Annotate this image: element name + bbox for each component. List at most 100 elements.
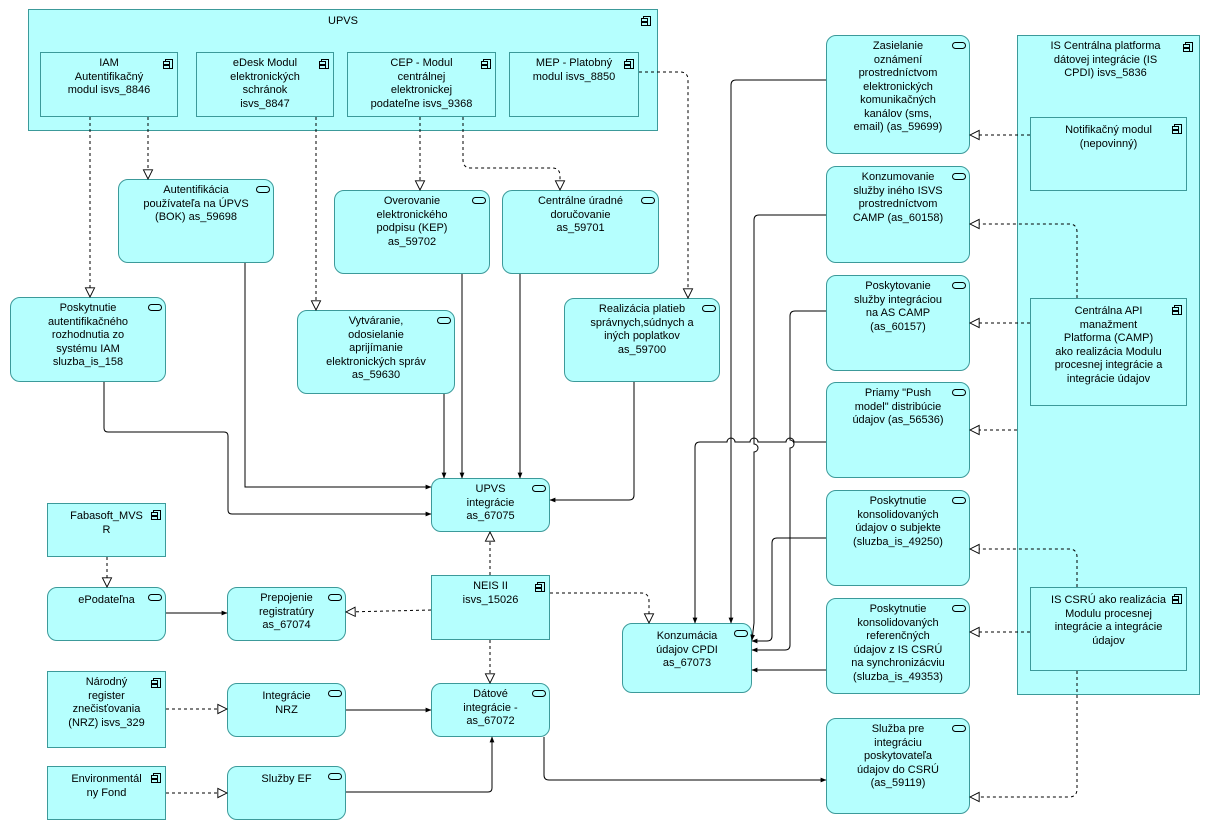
push-label: Priamy "Push model" distribúcie údajov (… [852,387,944,426]
service-icon [952,389,966,396]
spravy-service[interactable]: Vytváranie, odosielanie aprijímanie elek… [297,310,455,394]
service-icon [256,186,270,193]
int-nrz-service[interactable]: Integrácie NRZ [227,683,346,737]
push-service[interactable]: Priamy "Push model" distribúcie údajov (… [826,382,970,478]
service-icon [472,197,486,204]
edge-push-cpdikonz [692,437,826,624]
neis-component[interactable]: NEIS II isvs_15026 [431,575,550,640]
sluzby-ef-service[interactable]: Služby EF [227,766,346,820]
edge-datove-csruposk [543,737,827,783]
camp-posk-label: Poskytovanie služby integráciou na AS CA… [853,280,943,333]
csru-posk-service[interactable]: Služba pre integráciu poskytovateľa údaj… [826,718,970,814]
component-icon [535,582,545,592]
edge-sluzbyef-datove [346,736,495,793]
service-icon [328,773,342,780]
subjekt-service[interactable]: Poskytnutie konsolidovaných údajov o sub… [826,490,970,586]
component-icon [151,510,161,520]
int-nrz-label: Integrácie NRZ [262,690,311,716]
service-icon [734,630,748,637]
edge-neis-cpdikonz [550,592,649,623]
edge-camp-campkonz [970,224,1078,298]
csru-component[interactable]: IS CSRÚ ako realizácia Modulu procesnej … [1030,587,1187,671]
cpdi-group-label: IS Centrálna platforma dátovej integráci… [1050,40,1161,79]
fabasoft-label: Fabasoft_MVS R [70,510,143,536]
notif-component[interactable]: Notifikačný modul (nepovinný) [1030,117,1187,191]
zasielanie-service[interactable]: Zasielanie oznámení prostredníctvom elek… [826,35,970,154]
camp-component[interactable]: Centrálna API manažment Platforma (CAMP)… [1030,298,1187,406]
component-icon [641,16,651,26]
cep-label: CEP - Modul centrálnej elektronickej pod… [370,57,473,110]
camp-konz-label: Konzumovanie služby iného ISVS prostredn… [852,171,944,224]
service-icon [952,42,966,49]
zasielanie-label: Zasielanie oznámení prostredníctvom elek… [853,40,943,133]
datove-label: Dátové integrácie - as_67072 [463,688,518,727]
kep-label: Overovanie elektronického podpisu (KEP) … [376,195,448,248]
service-icon [702,305,716,312]
component-icon [151,773,161,783]
service-icon [148,594,162,601]
referencne-label: Poskytnutie konsolidovaných referenčných… [851,603,945,683]
epodatelna-service[interactable]: ePodateľna [47,587,166,641]
service-icon [952,725,966,732]
service-icon [148,304,162,311]
camp-posk-service[interactable]: Poskytovanie služby integráciou na AS CA… [826,275,970,371]
component-icon [481,59,491,69]
edge-csru-csruposk [970,671,1078,797]
auth-bok-service[interactable]: Autentifikácia používateľa na ÚPVS (BOK)… [118,179,274,263]
component-icon [151,678,161,688]
spravy-label: Vytváranie, odosielanie aprijímanie elek… [326,315,426,381]
cpdi-konz-label: Konzumácia údajov CPDI as_67073 [656,630,718,669]
service-icon [952,282,966,289]
nrz-component[interactable]: Národný register znečisťovania (NRZ) isv… [47,671,166,748]
registratury-label: Prepojenie registratúry as_67074 [258,592,315,631]
upvs-int-label: UPVS integrácie as_67075 [466,483,515,522]
platby-service[interactable]: Realizácia platieb správnych,súdnych a i… [564,298,720,382]
envfond-component[interactable]: Environmentál ny Fond [47,766,166,820]
iam-component[interactable]: IAM Autentifikačný modul isvs_8846 [40,52,178,117]
cpdi-konz-service[interactable]: Konzumácia údajov CPDI as_67073 [622,623,752,693]
auth-iam-service[interactable]: Poskytnutie autentifikačného rozhodnutia… [10,297,166,382]
neis-label: NEIS II isvs_15026 [462,580,519,606]
dorucovanie-service[interactable]: Centrálne úradné doručovanie as_59701 [502,190,659,274]
referencne-service[interactable]: Poskytnutie konsolidovaných referenčných… [826,598,970,694]
csru-label: IS CSRÚ ako realizácia Modulu procesnej … [1051,594,1166,647]
dorucovanie-label: Centrálne úradné doručovanie as_59701 [537,195,623,234]
nrz-label: Národný register znečisťovania (NRZ) isv… [68,676,145,729]
datove-service[interactable]: Dátové integrácie - as_67072 [431,683,550,737]
edge-neis-registratury [346,610,432,612]
upvs-int-service[interactable]: UPVS integrácie as_67075 [431,478,550,532]
component-icon [1172,305,1182,315]
auth-bok-label: Autentifikácia používateľa na ÚPVS (BOK)… [143,184,249,223]
component-icon [1183,42,1193,52]
edesk-label: eDesk Modul elektronických schránok isvs… [230,57,300,110]
kep-service[interactable]: Overovanie elektronického podpisu (KEP) … [334,190,490,274]
component-icon [1172,594,1182,604]
edge-mep-platby [639,71,688,298]
component-icon [319,59,329,69]
edge-authiam-upvsint [103,382,432,517]
service-icon [952,497,966,504]
mep-component[interactable]: MEP - Platobný modul isvs_8850 [509,52,639,117]
registratury-service[interactable]: Prepojenie registratúry as_67074 [227,587,346,641]
service-icon [641,197,655,204]
service-icon [328,690,342,697]
camp-konz-service[interactable]: Konzumovanie služby iného ISVS prostredn… [826,166,970,263]
edge-platby-upvsint [549,382,635,503]
edge-cep-dorucovanie [462,117,560,190]
mep-label: MEP - Platobný modul isvs_8850 [532,57,616,83]
edesk-component[interactable]: eDesk Modul elektronických schránok isvs… [196,52,334,117]
iam-label: IAM Autentifikačný modul isvs_8846 [67,57,151,96]
edge-bok-upvsint [244,263,432,490]
sluzby-ef-label: Služby EF [261,773,312,785]
notif-label: Notifikačný modul (nepovinný) [1065,124,1152,150]
fabasoft-component[interactable]: Fabasoft_MVS R [47,503,166,557]
component-icon [1172,124,1182,134]
edge-zasielanie-cpdikonz [728,79,826,624]
component-icon [624,59,634,69]
service-icon [532,690,546,697]
cep-component[interactable]: CEP - Modul centrálnej elektronickej pod… [347,52,496,117]
edge-subjekt-cpdikonz [751,537,826,644]
csru-posk-label: Služba pre integráciu poskytovateľa údaj… [857,723,939,789]
upvs-group-label: UPVS [328,15,358,27]
